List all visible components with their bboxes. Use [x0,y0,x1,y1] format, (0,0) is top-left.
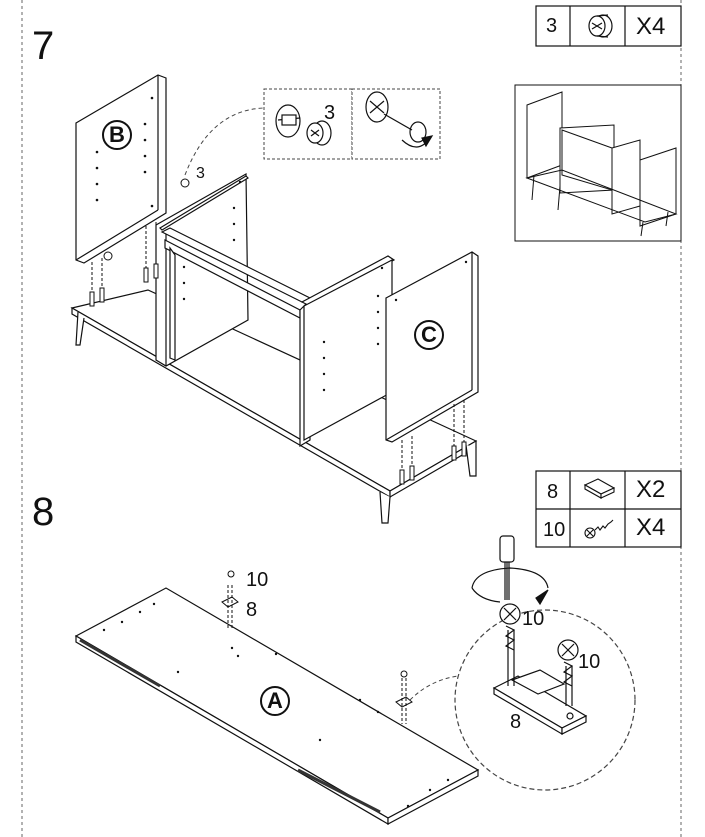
hinge-plate-icon [583,478,616,499]
cam-lock-icon [588,14,613,38]
panel-a-badge: A [260,686,290,716]
hinge-plates-on-panel [221,570,413,724]
step-8-number: 8 [32,490,55,534]
step7-part-number: 3 [546,15,558,37]
step8-parts-table [535,470,682,548]
detail-leader [409,675,459,701]
detail-plate-label: 8 [510,711,522,733]
panel-b-letter: B [109,122,125,147]
step7-parts-table [535,5,682,47]
screw-top-label: 10 [246,569,269,591]
panel-b-badge: B [102,120,132,150]
step7-quantity: X4 [636,13,666,40]
step8-quantity-2: X4 [636,514,666,541]
step8-quantity-1: X2 [636,476,666,503]
screwdriver-icon [471,535,549,606]
step7-preview-box [514,84,682,242]
dowels [89,178,467,485]
step8-part-number-2: 10 [543,519,566,541]
cabinet-frame [155,172,396,448]
cam-callout-label: 3 [324,102,336,124]
cam-detail-art [275,91,434,148]
cam-small-label: 3 [196,165,205,182]
panel-c-badge: C [414,320,444,350]
step-7-number: 7 [32,24,55,68]
step8-part-number-1: 8 [547,481,559,503]
detail-screw-1-label: 10 [522,608,545,630]
detail-screw-2-label: 10 [578,651,601,673]
panel-c-letter: C [421,322,437,347]
plate-top-label: 8 [246,599,258,621]
callout-leader [184,107,265,176]
panel-a-letter: A [267,688,283,713]
screw-icon [584,519,614,539]
panel-b [75,74,167,264]
detail-art [492,603,588,736]
